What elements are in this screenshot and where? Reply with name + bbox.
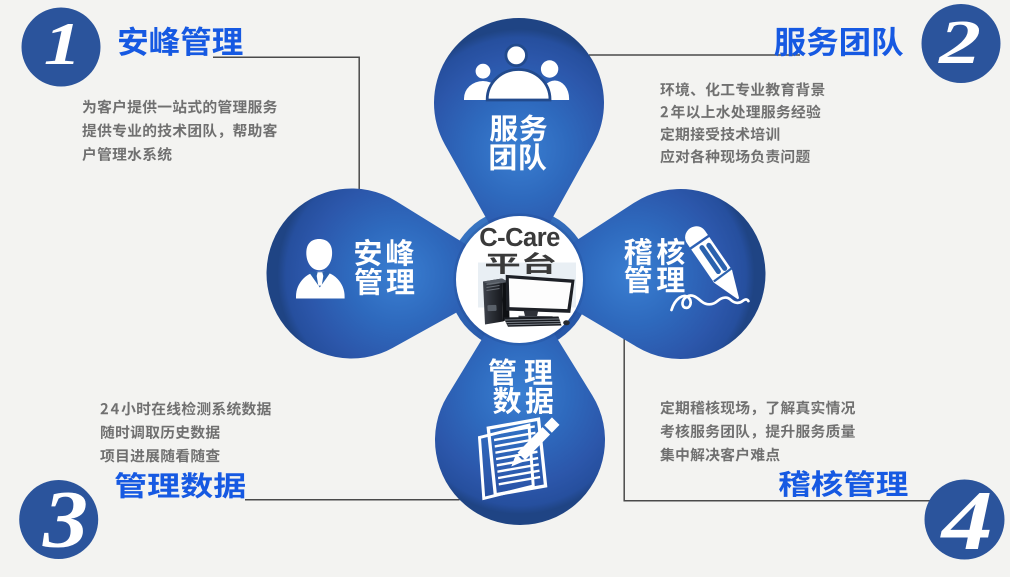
svg-text:4: 4	[940, 474, 993, 568]
svg-text:C-Care: C-Care	[479, 224, 560, 252]
svg-text:2: 2	[938, 7, 981, 76]
svg-text:1: 1	[44, 10, 81, 77]
svg-text:3: 3	[42, 473, 88, 564]
